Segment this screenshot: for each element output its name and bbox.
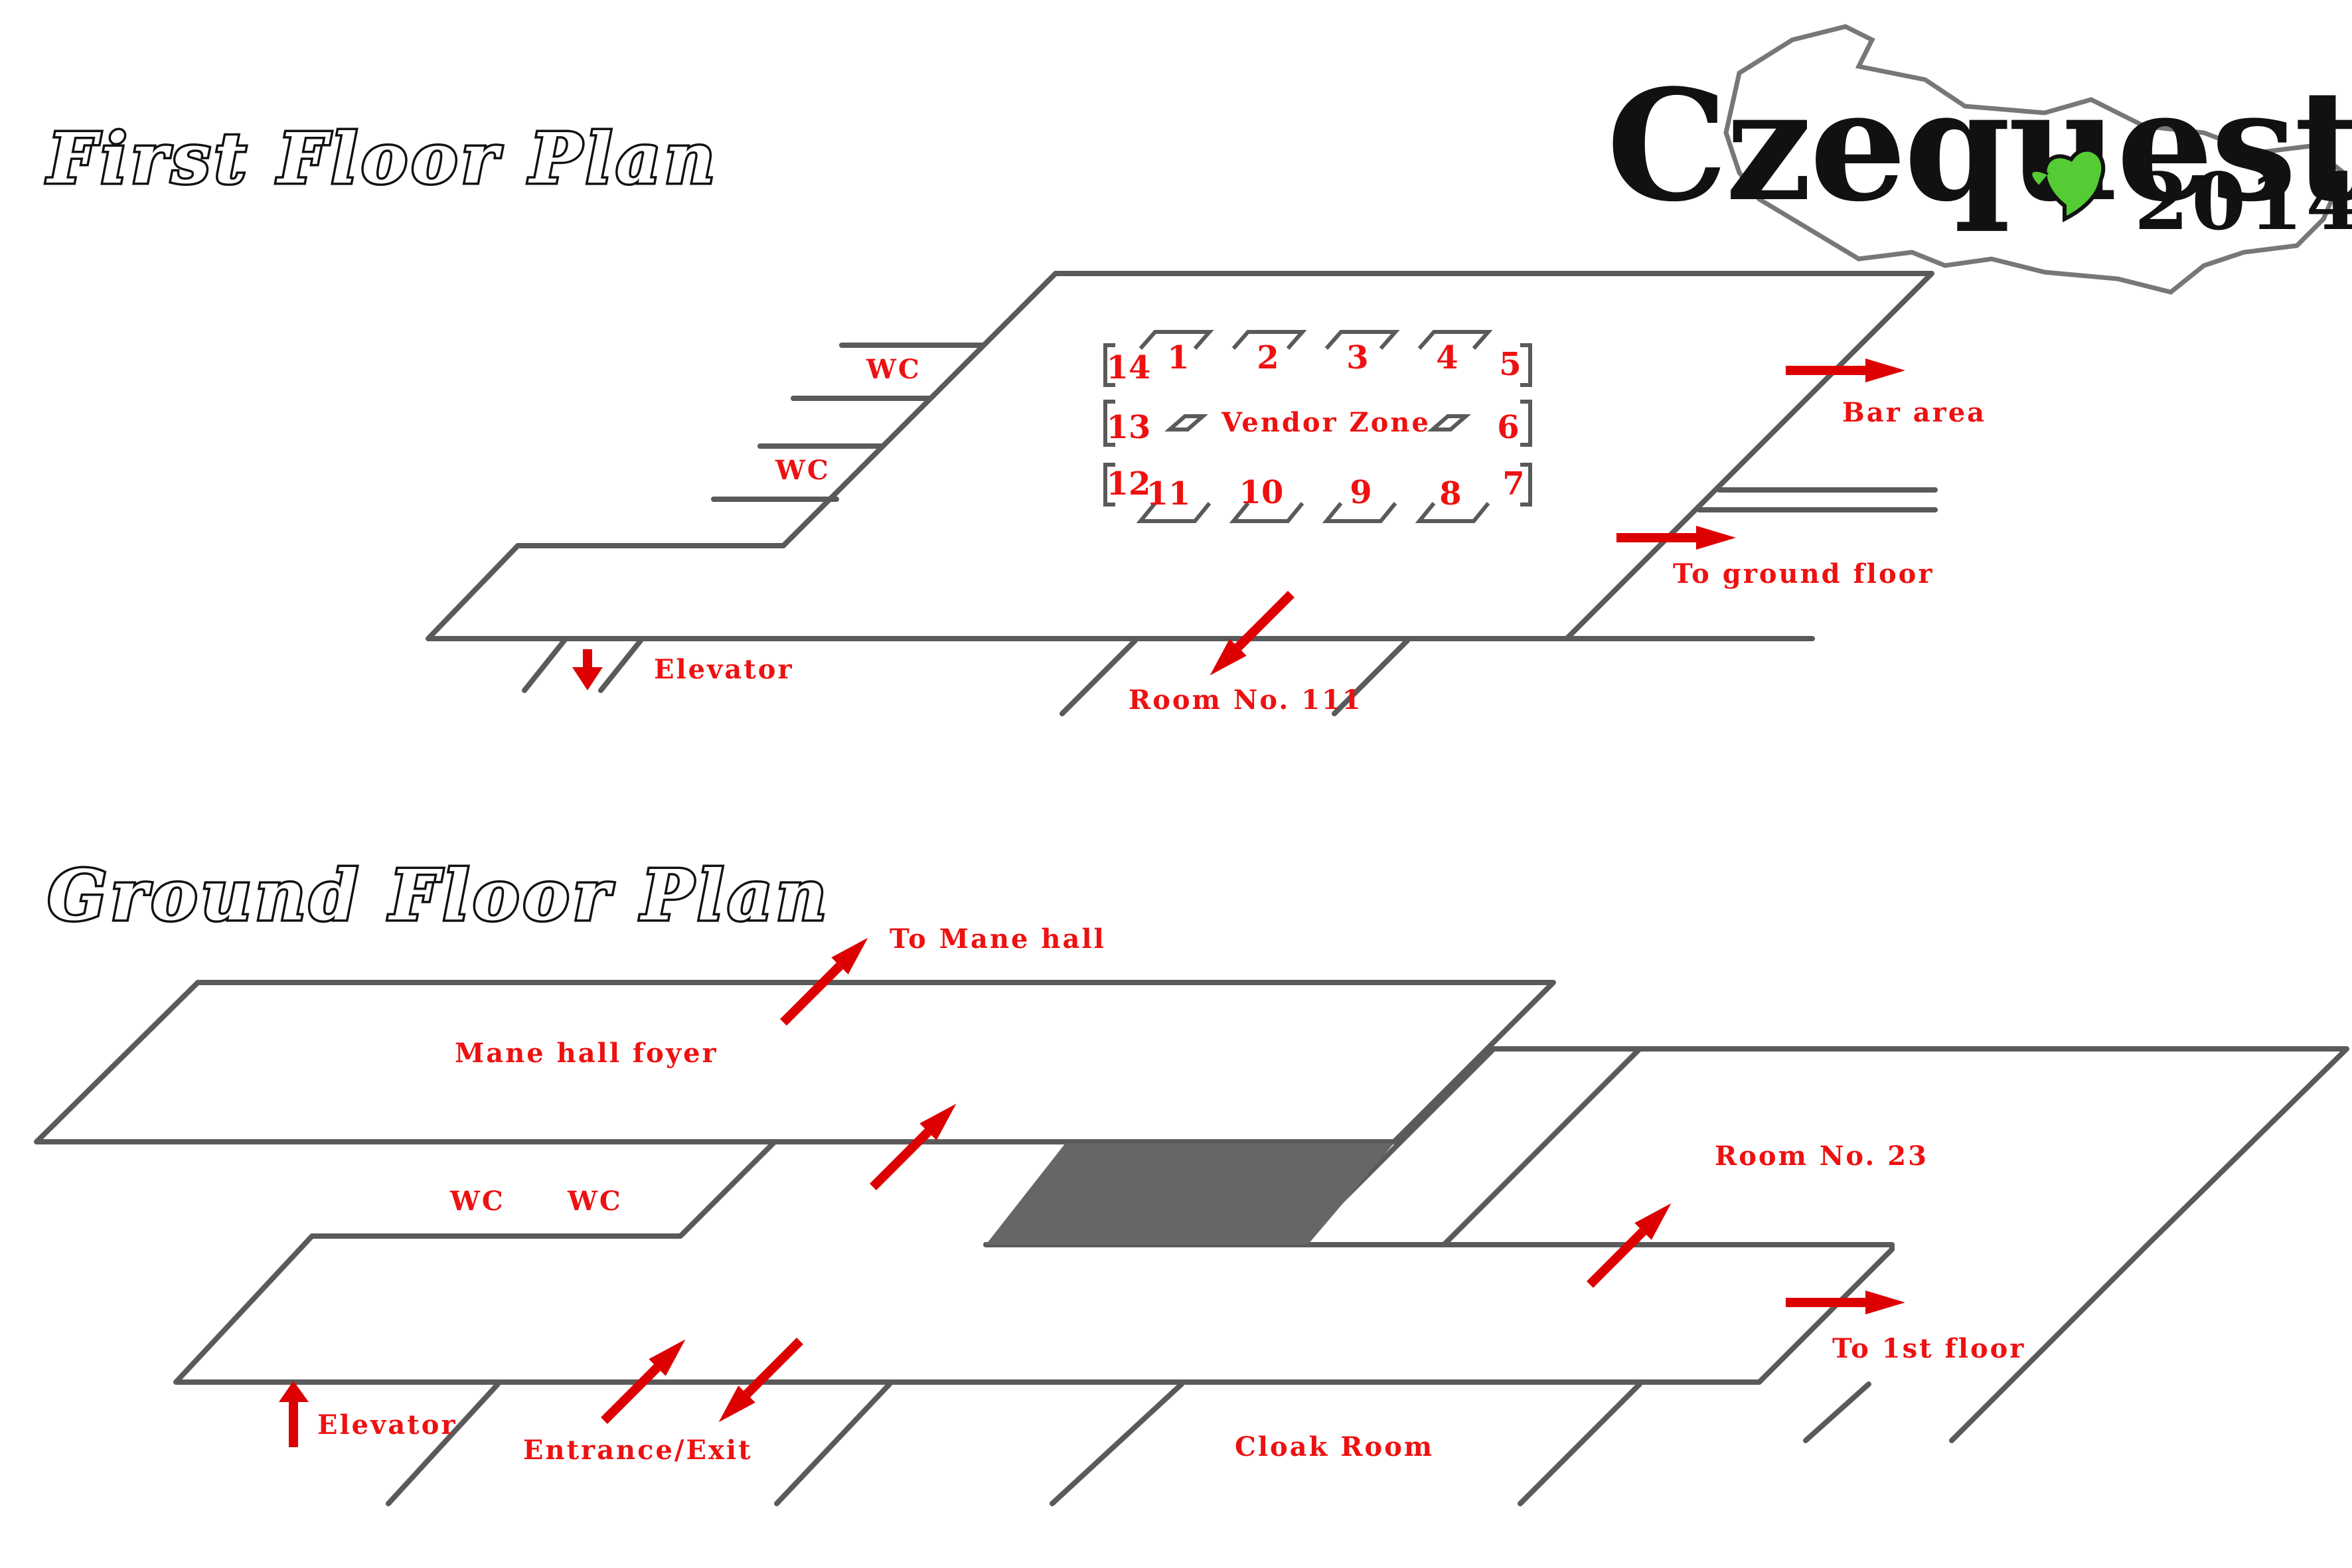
stall-bracket [1324, 330, 1400, 350]
to-mane-hall-label: To Mane hall [890, 923, 1106, 955]
stall-number: 10 [1239, 474, 1284, 511]
ground-floor-title: Ground Floor Plan [48, 854, 830, 936]
room-111-label: Room No. 111 [1129, 684, 1363, 716]
stall-number: 4 [1436, 339, 1458, 376]
stall-number: 14 [1107, 349, 1151, 386]
room-111-walls [1059, 638, 1410, 716]
stall-bracket [1103, 463, 1115, 507]
arrow-up-right-icon [870, 1095, 965, 1190]
stall-number: 3 [1346, 339, 1368, 376]
stair-down-walls [1803, 1381, 1871, 1443]
cloak-room-label: Cloak Room [1235, 1431, 1434, 1462]
stairwell-block [986, 1143, 1394, 1245]
stall-number: 13 [1107, 409, 1151, 446]
country-outline-icon [1723, 24, 2347, 295]
stall-bracket [1427, 414, 1472, 431]
stall-number: 11 [1146, 475, 1191, 512]
stall-bracket [1229, 502, 1304, 523]
entrance-walls [774, 1381, 892, 1506]
entrance-exit-label: Entrance/Exit [523, 1435, 753, 1466]
elevator-label: Elevator [654, 654, 794, 685]
stall-bracket [1520, 463, 1532, 507]
stall-number: 7 [1502, 465, 1524, 503]
first-floor-title: First Floor Plan [46, 118, 719, 199]
stall-bracket [1415, 502, 1490, 523]
stall-number: 1 [1167, 339, 1189, 376]
stall-number: 9 [1350, 474, 1372, 511]
logo: Czequestria 2014 [1607, 24, 2352, 295]
arrow-right-icon [1786, 1291, 1905, 1314]
stall-bracket [1520, 400, 1532, 447]
arrow-up-right-icon [1587, 1194, 1680, 1288]
wc-label: WC [775, 455, 830, 486]
room-23-label: Room No. 23 [1715, 1140, 1928, 1172]
leaf-icon [2029, 147, 2106, 222]
stall-number: 2 [1257, 339, 1279, 376]
bar-corridor-walls [1697, 487, 1938, 512]
arrow-up-icon [279, 1381, 309, 1447]
stall-bracket [1322, 502, 1397, 523]
stall-bracket [1417, 330, 1493, 350]
logo-year: 2014 [2134, 155, 2352, 248]
arrow-right-icon [1786, 358, 1905, 382]
arrow-right-icon [1616, 526, 1736, 550]
corridor-walls [173, 1140, 1895, 1385]
arrow-down-left-icon [1201, 591, 1294, 684]
stall-bracket [1231, 330, 1307, 350]
stall-bracket [1138, 330, 1214, 350]
cloak-room-walls [1050, 1381, 1642, 1506]
arrow-up-right-icon [601, 1330, 694, 1424]
vendor-zone-label: Vendor Zone [1221, 407, 1431, 438]
ground-floor-plan: To Mane hall Mane hall foyer WC WC Room … [34, 923, 2349, 1506]
arrow-down-left-icon [710, 1338, 803, 1431]
mane-hall-foyer-walls [34, 980, 1556, 1144]
stall-bracket [1520, 343, 1532, 387]
stall-bracket [1136, 502, 1212, 523]
wc-upper-walls [791, 343, 985, 401]
wc-label: WC [567, 1186, 623, 1217]
logo-name: Czequestria [1607, 56, 2352, 236]
elevator-label: Elevator [317, 1409, 457, 1441]
stall-number: 6 [1497, 409, 1519, 446]
arrow-down-icon [572, 649, 603, 690]
stall-bracket [1164, 414, 1209, 431]
to-1st-floor-label: To 1st floor [1832, 1333, 2025, 1364]
first-floor-plan: 1 2 3 4 5 6 7 8 9 10 11 12 13 14 WC WC V… [426, 271, 1986, 716]
arrow-up-right-icon [780, 929, 877, 1026]
wc-lower-walls [711, 443, 886, 502]
first-floor-walls [426, 271, 1934, 641]
bar-area-label: Bar area [1842, 397, 1986, 428]
stall-number: 8 [1439, 475, 1461, 512]
elevator-shaft-walls [386, 1381, 501, 1506]
stall-bracket [1103, 343, 1115, 387]
mane-hall-foyer-label: Mane hall foyer [455, 1038, 718, 1069]
stall-bracket [1103, 400, 1115, 447]
elevator-shaft-walls [522, 638, 643, 693]
stall-number: 5 [1499, 346, 1521, 383]
wc-label: WC [866, 354, 921, 385]
to-ground-floor-label: To ground floor [1673, 558, 1934, 589]
vendor-zone [1103, 330, 1532, 523]
stall-number: 12 [1107, 465, 1151, 503]
wc-label: WC [449, 1186, 505, 1217]
